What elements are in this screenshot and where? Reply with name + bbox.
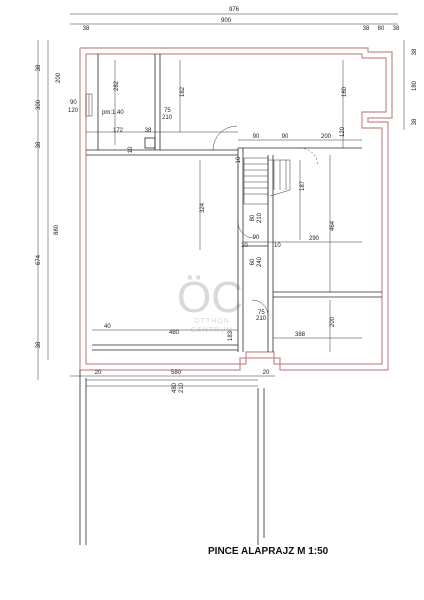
dim-290: 290	[309, 236, 320, 242]
dim-90-a: 90	[253, 134, 260, 140]
dim-10-c: 10	[241, 243, 248, 249]
dim-200-low: 200	[330, 316, 336, 327]
dim-right-38-low: 38	[412, 118, 418, 125]
dim-210-a: 210	[162, 115, 173, 121]
dim-room-180: 180	[342, 86, 348, 97]
dim-w90: 90	[70, 100, 77, 106]
dim-10-a: 10	[128, 146, 134, 153]
dim-top-main: 900	[221, 18, 232, 24]
dim-580: 580	[171, 370, 182, 376]
dimension-labels: 976 900 38 38 80 38 38 200 300 674 880 3…	[36, 7, 418, 393]
dim-75-c: 75	[258, 310, 265, 316]
dim-10-d: 10	[274, 243, 281, 249]
dim-183: 183	[228, 330, 234, 341]
dim-210-c: 210	[256, 316, 267, 322]
dim-282: 282	[114, 80, 120, 91]
dim-172: 172	[113, 128, 124, 134]
dim-top-80: 80	[378, 26, 385, 32]
dim-10-b: 10	[236, 156, 242, 163]
dim-top-total: 976	[229, 7, 240, 13]
dim-left-38: 38	[36, 64, 42, 71]
watermark-logo: ÖC OTTHON CENTRUM	[177, 273, 243, 334]
dim-left-38-low: 38	[36, 341, 42, 348]
dim-480-b: 480	[172, 382, 178, 393]
dim-60-a: 60	[250, 258, 256, 265]
dim-top-38-far: 38	[393, 26, 400, 32]
plan-title: PINCE ALAPRAJZ M 1:50	[208, 546, 329, 557]
door-swings	[212, 125, 319, 317]
dim-90-mid: 90	[253, 235, 260, 241]
dim-w120: 120	[68, 108, 79, 114]
dim-210-d: 210	[179, 382, 185, 393]
window-mark	[85, 93, 93, 117]
dim-left-300: 300	[36, 99, 42, 110]
dim-room-120: 120	[340, 126, 346, 137]
dim-right-38: 38	[412, 48, 418, 55]
dim-20-right: 20	[263, 370, 270, 376]
dim-480: 480	[169, 330, 180, 336]
dim-top-38-left: 38	[83, 26, 90, 32]
dim-324: 324	[200, 202, 206, 213]
staircase	[243, 157, 291, 205]
watermark-line1: OTTHON	[194, 318, 230, 325]
dim-38-mid: 38	[145, 128, 152, 134]
dim-left-674: 674	[36, 254, 42, 265]
dim-right-180: 180	[412, 80, 418, 91]
watermark-line2: CENTRUM	[191, 327, 233, 334]
dim-left-880: 880	[54, 224, 60, 235]
dim-40: 40	[104, 324, 111, 330]
dim-388: 388	[295, 332, 306, 338]
dim-80-a: 80	[250, 214, 256, 221]
outer-walls	[79, 47, 393, 371]
dim-left-200: 200	[56, 72, 62, 83]
dim-pm: pm:1.40	[102, 110, 124, 116]
exterior-outline	[79, 370, 265, 545]
dim-75-a: 75	[164, 108, 171, 114]
dim-182: 182	[180, 86, 186, 97]
dim-top-38-right: 38	[363, 26, 370, 32]
dim-20-left: 20	[95, 370, 102, 376]
dim-464: 464	[330, 220, 336, 231]
dim-187: 187	[300, 180, 306, 191]
dim-left-38-mid: 38	[36, 141, 42, 148]
watermark-mark: ÖC	[177, 273, 243, 322]
dim-240-a: 240	[257, 256, 263, 267]
dimension-lines	[37, 13, 405, 380]
dim-90-b: 90	[282, 134, 289, 140]
dim-210-b: 210	[257, 212, 263, 223]
dim-200-top: 200	[321, 134, 332, 140]
